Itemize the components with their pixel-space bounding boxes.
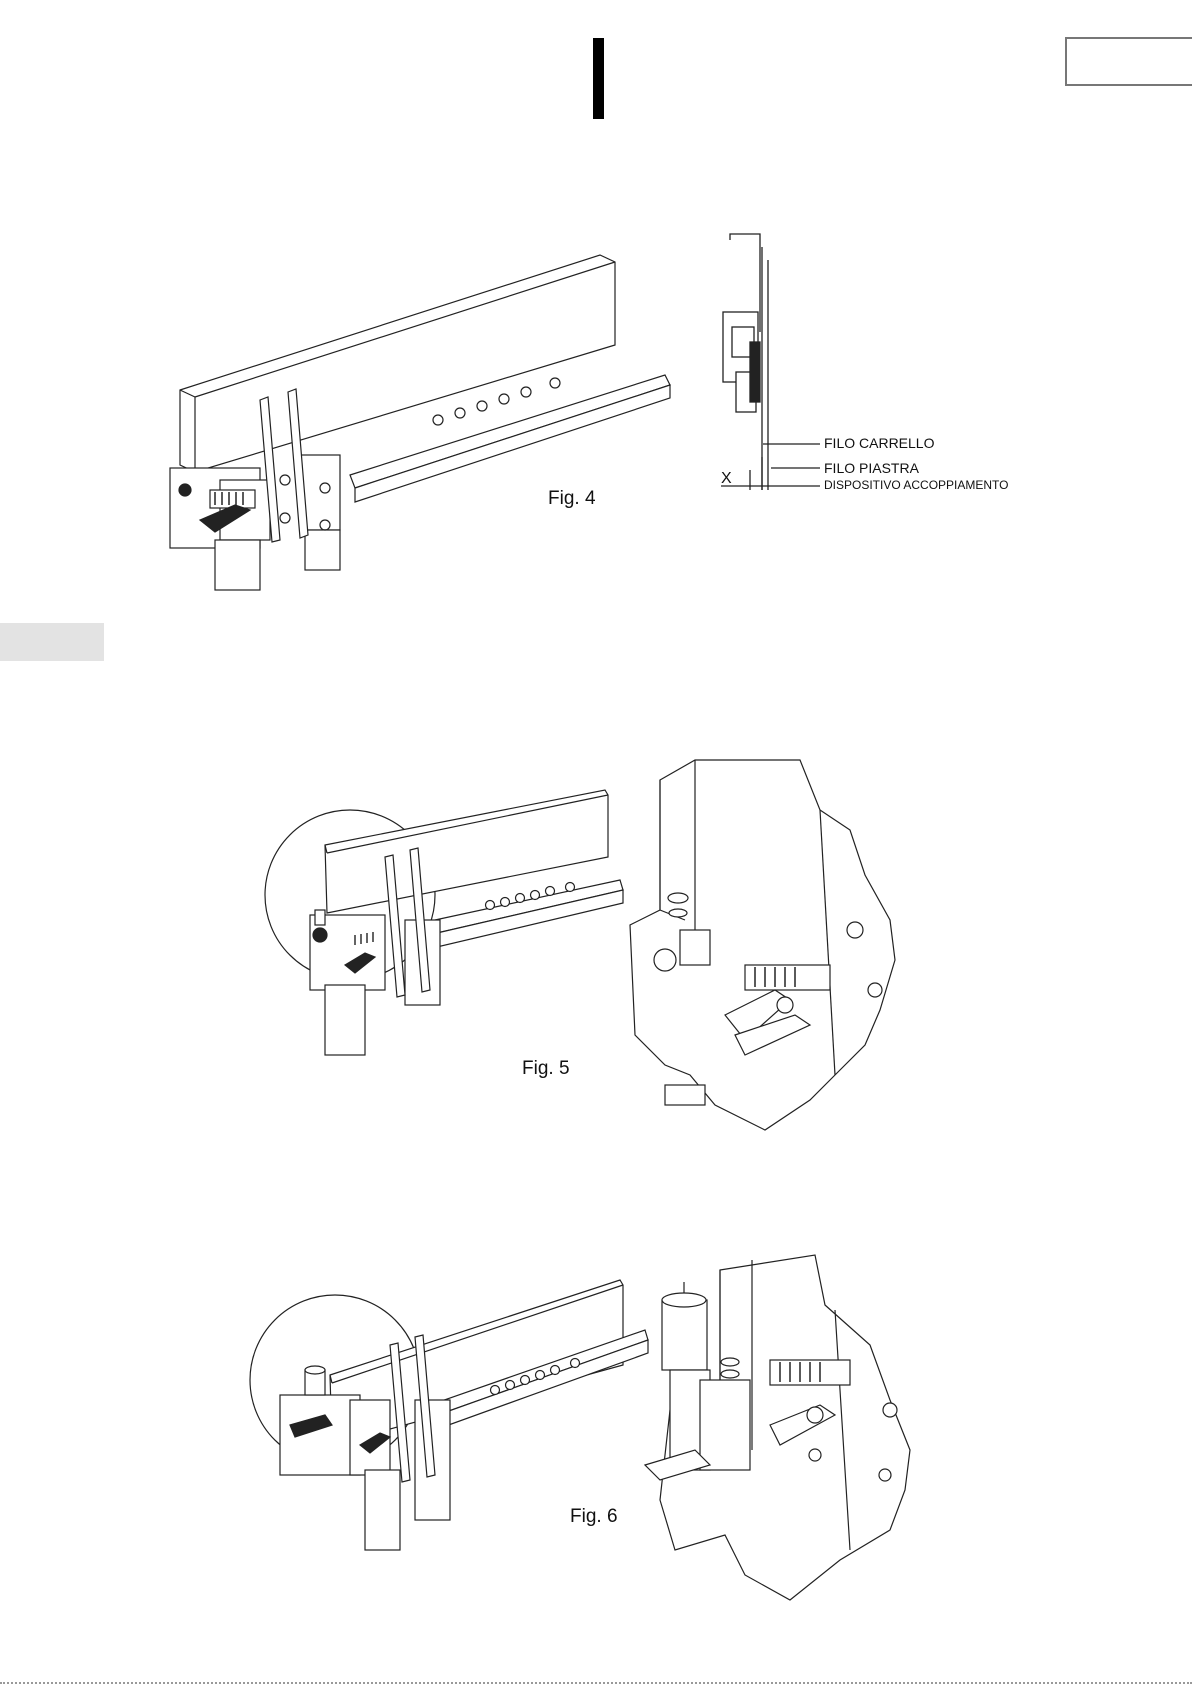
fig6-detail-drawing: [640, 1250, 940, 1610]
language-tab: [1065, 37, 1192, 86]
fig5-detail-drawing: [625, 755, 930, 1135]
chapter-marker: [593, 38, 604, 119]
fig4-callout-leaders: [715, 438, 825, 498]
page-bottom-rule: [0, 1682, 1192, 1684]
dimension-x-label: X: [721, 470, 732, 488]
fig4-label: Fig. 4: [548, 488, 596, 510]
section-side-tab: [0, 623, 104, 661]
callout-filo-carrello: FILO CARRELLO: [824, 435, 934, 451]
fig5-drawing: [265, 785, 625, 1070]
fig4-drawing: [160, 250, 680, 590]
callout-filo-piastra: FILO PIASTRA: [824, 460, 919, 476]
fig6-label: Fig. 6: [570, 1506, 618, 1528]
callout-dispositivo-accoppiamento: DISPOSITIVO ACCOPPIAMENTO: [824, 478, 1008, 492]
fig5-label: Fig. 5: [522, 1058, 570, 1080]
